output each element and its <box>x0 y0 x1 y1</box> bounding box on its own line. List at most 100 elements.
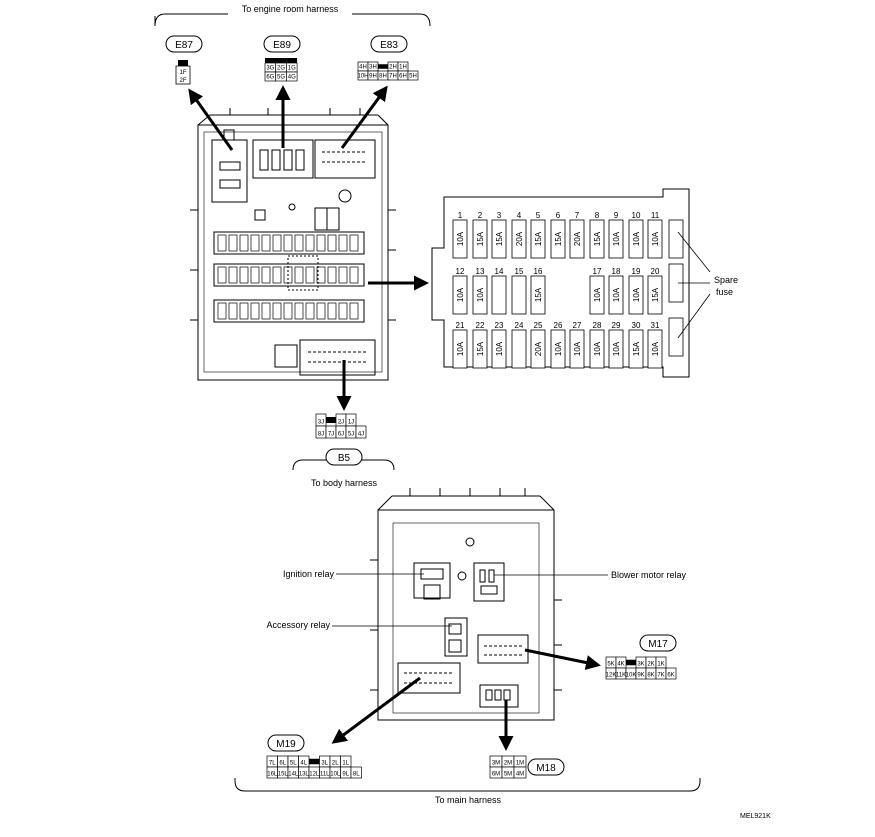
fuse-number: 12 <box>456 267 465 276</box>
fuse-rating: 20A <box>573 231 582 246</box>
accessory-relay-label: Accessory relay <box>266 620 330 630</box>
top-block-fuse-slot <box>250 266 260 284</box>
fuse-slot <box>569 329 585 369</box>
m17-pin: 2K <box>647 662 654 668</box>
fuse-slot <box>569 219 585 259</box>
e83-pin-cell <box>407 70 419 81</box>
m19-pin: 11L <box>320 772 330 778</box>
top-block-fuse-slot <box>316 266 326 284</box>
m19-pin: 13L <box>299 772 310 778</box>
fuse-number: 5 <box>536 211 541 220</box>
top-block-fuse-slot <box>272 234 282 252</box>
label-e83: E83 <box>380 40 398 51</box>
m17-pin: 3K <box>637 662 644 668</box>
top-block-fuse-slot <box>327 266 337 284</box>
fuse-slot <box>550 329 566 369</box>
figure-code: MEL921K <box>740 813 771 820</box>
top-bracket-left <box>154 13 228 27</box>
arrow-e87 <box>188 88 234 151</box>
top-block-fuse-slot <box>349 234 359 252</box>
m17-pin: 8K <box>647 673 654 679</box>
fuse-slot <box>452 275 468 315</box>
m18-pin: 2M <box>504 761 512 767</box>
fuse-number: 20 <box>651 267 660 276</box>
top-block-fuse-slot <box>239 266 249 284</box>
fuse-slot <box>589 329 605 369</box>
e83-pin: 10H <box>357 74 368 80</box>
fuse-slot <box>530 275 546 315</box>
fuse-slot <box>491 219 507 259</box>
fuse-rating: 15A <box>632 341 641 356</box>
m17-pin: 12K <box>606 673 617 679</box>
spare-line-3 <box>677 293 711 339</box>
top-block-fuse-slot <box>349 266 359 284</box>
body-harness-label: To body harness <box>311 478 378 488</box>
top-block-fuse-slot <box>305 234 315 252</box>
fuse-rating: 10A <box>573 341 582 356</box>
oval-m17 <box>639 634 677 652</box>
e87-pin: 2F <box>179 78 186 84</box>
m18-pin: 6M <box>492 772 500 778</box>
e89-cap <box>265 58 297 63</box>
fuse-slot <box>472 219 488 259</box>
top-block-fuse-slot <box>239 234 249 252</box>
fuse-slot <box>608 219 624 259</box>
fuse-rating: 15A <box>593 231 602 246</box>
fuse-number: 16 <box>534 267 543 276</box>
oval-e89 <box>263 35 301 53</box>
fuse-rating: 10A <box>593 287 602 302</box>
fuse-slot <box>452 329 468 369</box>
fuse-rating: 15A <box>476 231 485 246</box>
top-block-fuse-slot <box>316 302 326 320</box>
fuse-number: 15 <box>515 267 524 276</box>
label-e89: E89 <box>273 40 291 51</box>
e89-pin: 4G <box>288 75 296 81</box>
fuse-rating: 20A <box>515 231 524 246</box>
fuse-slot <box>511 275 527 315</box>
oval-m18 <box>527 758 565 776</box>
label-m18: M18 <box>536 763 556 774</box>
fuse-number: 22 <box>476 321 485 330</box>
fuse-slot <box>647 219 663 259</box>
top-block-fuse-slots <box>217 234 359 320</box>
m17-pin: 11K <box>616 673 626 679</box>
fuse-number: 19 <box>632 267 641 276</box>
oval-e83 <box>370 35 408 53</box>
m17-pin: 5K <box>607 662 614 668</box>
top-block-fuse-slot <box>228 266 238 284</box>
fuse-number: 6 <box>556 211 561 220</box>
fuse-number: 11 <box>651 211 660 220</box>
fuse-slot <box>491 329 507 369</box>
oval-m19 <box>267 734 305 752</box>
fuse-number: 2 <box>478 211 483 220</box>
e89-pin: 2G <box>277 66 285 72</box>
m18-pin: 3M <box>492 761 500 767</box>
b5-pin: 1J <box>348 420 354 426</box>
fuse-rating: 10A <box>632 231 641 246</box>
top-block-fuse-slot <box>261 302 271 320</box>
m19-pin: 6L <box>279 761 286 767</box>
top-block-fuse-slot <box>217 302 227 320</box>
fuse-rating: 10A <box>612 287 621 302</box>
m19-pin: 4L <box>300 761 307 767</box>
fuse-number: 30 <box>632 321 641 330</box>
blower-motor-relay-label: Blower motor relay <box>611 570 687 580</box>
fuse-rating: 15A <box>534 231 543 246</box>
fuse-rating: 15A <box>554 231 563 246</box>
top-bracket-right <box>352 13 431 27</box>
fuse-rating: 10A <box>456 287 465 302</box>
e83-pin: 2H <box>389 65 397 71</box>
fuse-rating: 10A <box>495 341 504 356</box>
e89-pin: 6G <box>266 75 274 81</box>
m18-pin: 5M <box>504 772 512 778</box>
top-block-fuse-slot <box>305 266 315 284</box>
fuse-rating: 10A <box>612 231 621 246</box>
fuse-rating: 10A <box>651 231 660 246</box>
top-block-fuse-slot <box>217 266 227 284</box>
e89-pin: 3G <box>266 66 274 72</box>
fuse-rating: 15A <box>651 287 660 302</box>
top-block-fuse-slot <box>338 234 348 252</box>
